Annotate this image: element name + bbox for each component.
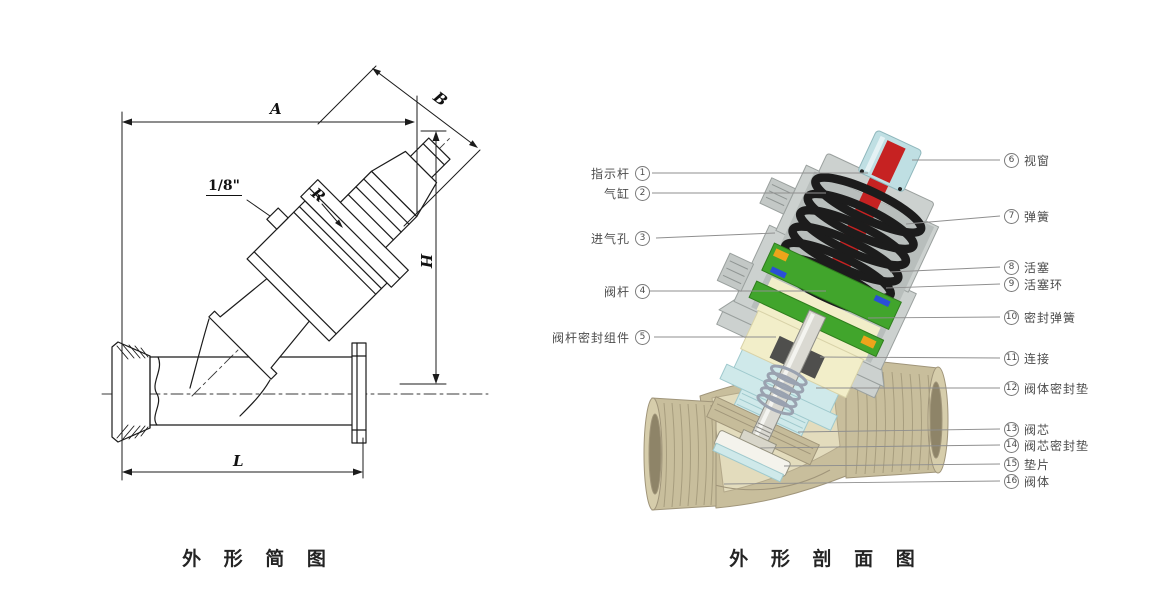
part-label-text: 活塞环 xyxy=(1024,277,1064,292)
part-label-text: 弹簧 xyxy=(1024,209,1051,224)
part-label-spring: 7 弹簧 xyxy=(1004,208,1050,224)
part-number-badge: 5 xyxy=(635,329,650,345)
port-size-label: 1/8" xyxy=(206,178,242,196)
part-label-text: 阀芯密封垫 xyxy=(1024,438,1090,453)
part-label-text: 气缸 xyxy=(603,186,630,201)
part-label-text: 进气孔 xyxy=(590,231,630,246)
part-label-air-inlet: 进气孔 3 xyxy=(591,230,650,246)
caption-outline-diagram: 外 形 简 图 xyxy=(182,548,334,570)
part-label-connection: 11 连接 xyxy=(1004,350,1050,366)
part-label-text: 阀体密封垫 xyxy=(1024,381,1090,396)
dimension-lines xyxy=(121,65,481,481)
part-label-piston: 8 活塞 xyxy=(1004,259,1050,275)
caption-section-diagram: 外 形 剖 面 图 xyxy=(729,548,923,570)
part-number-badge: 14 xyxy=(1004,437,1019,453)
part-label-cylinder: 气缸 2 xyxy=(604,185,650,201)
part-label-stem: 阀杆 4 xyxy=(604,283,650,299)
part-label-text: 连接 xyxy=(1024,351,1051,366)
part-label-stem-seal: 阀杆密封组件 5 xyxy=(552,329,650,345)
part-number-badge: 13 xyxy=(1004,421,1019,437)
part-label-valve-body: 16 阀体 xyxy=(1004,473,1050,489)
part-number-badge: 9 xyxy=(1004,276,1019,292)
part-label-piston-ring: 9 活塞环 xyxy=(1004,276,1063,292)
part-label-text: 阀杆密封组件 xyxy=(551,330,630,345)
part-label-text: 指示杆 xyxy=(590,166,630,181)
part-number-badge: 8 xyxy=(1004,259,1019,275)
part-number-badge: 11 xyxy=(1004,350,1019,366)
part-label-text: 阀芯 xyxy=(1024,422,1051,437)
outline-diagram xyxy=(101,65,489,481)
part-number-badge: 10 xyxy=(1004,309,1019,325)
dim-label-A: A xyxy=(270,100,282,118)
part-number-badge: 16 xyxy=(1004,473,1019,489)
part-label-text: 垫片 xyxy=(1024,457,1051,472)
dim-label-L: L xyxy=(233,452,244,470)
part-label-disc: 13 阀芯 xyxy=(1004,421,1050,437)
part-number-badge: 4 xyxy=(635,283,650,299)
part-number-badge: 1 xyxy=(635,165,650,181)
valve-disc-art xyxy=(712,429,791,483)
part-label-text: 密封弹簧 xyxy=(1024,310,1077,325)
part-number-badge: 12 xyxy=(1004,380,1019,396)
part-label-disc-gasket: 14 阀芯密封垫 xyxy=(1004,437,1089,453)
part-number-badge: 3 xyxy=(635,230,650,246)
actuator-outline xyxy=(208,137,451,380)
part-label-gasket: 15 垫片 xyxy=(1004,456,1050,472)
part-number-badge: 7 xyxy=(1004,208,1019,224)
part-label-seal-spring: 10 密封弹簧 xyxy=(1004,309,1076,325)
dimension-arrowheads xyxy=(122,68,478,476)
dim-label-H: H xyxy=(417,253,436,269)
leader-lines xyxy=(650,159,1001,485)
part-label-indicator-rod: 指示杆 1 xyxy=(591,165,650,181)
stem-art xyxy=(750,309,827,444)
sight-window-art xyxy=(858,130,922,192)
part-label-text: 阀杆 xyxy=(603,284,630,299)
part-label-sight-window: 6 视窗 xyxy=(1004,152,1050,168)
cutaway-diagram xyxy=(643,130,1001,511)
part-label-text: 阀体 xyxy=(1024,474,1051,489)
part-number-badge: 15 xyxy=(1004,456,1019,472)
part-number-badge: 6 xyxy=(1004,152,1019,168)
actuator-art xyxy=(706,130,940,483)
part-label-text: 活塞 xyxy=(1024,260,1051,275)
part-label-text: 视窗 xyxy=(1024,153,1051,168)
part-number-badge: 2 xyxy=(635,185,650,201)
part-label-body-gasket: 12 阀体密封垫 xyxy=(1004,380,1089,396)
